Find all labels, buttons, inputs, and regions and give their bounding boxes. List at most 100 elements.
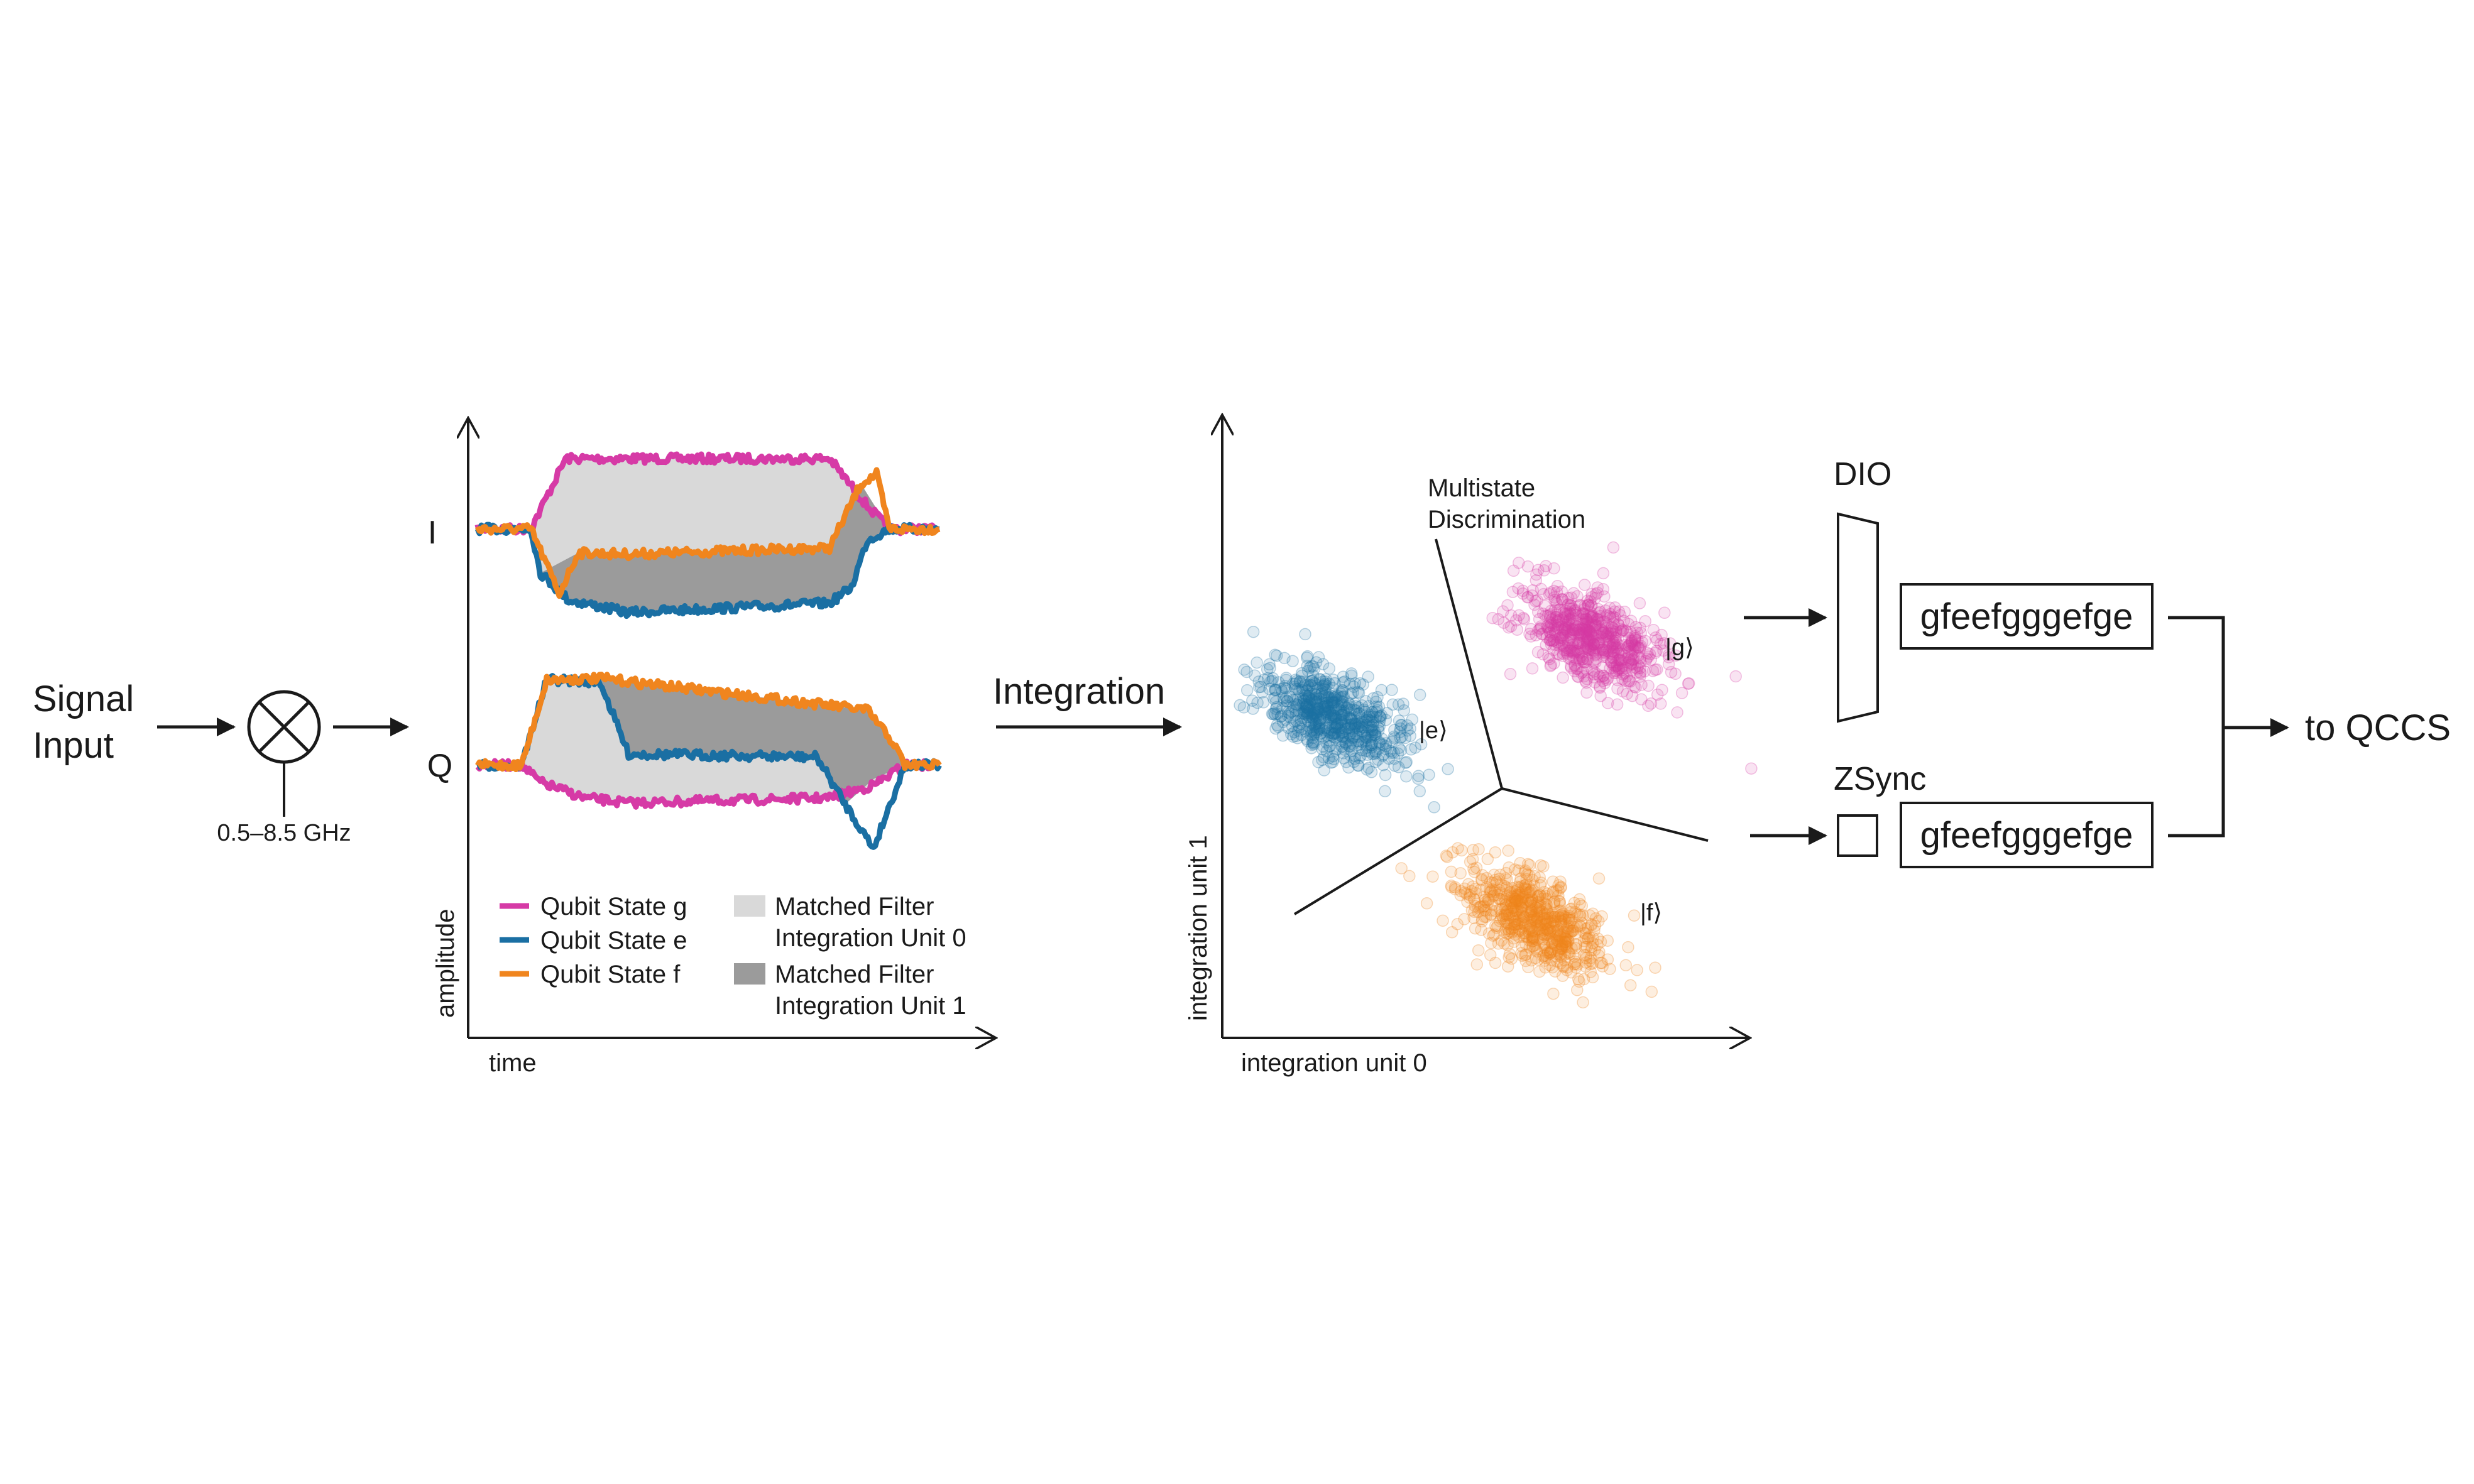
scatter-point [1537, 924, 1550, 936]
scatter-point [1573, 623, 1586, 636]
scatter-point [1616, 673, 1629, 685]
scatter-point [1546, 620, 1560, 633]
scatter-point [1325, 696, 1338, 709]
scatter-point [1237, 701, 1251, 714]
scatter-point [1578, 935, 1590, 947]
scatter-point [1551, 948, 1564, 961]
scatter-point [1548, 910, 1561, 923]
scatter-point [1545, 658, 1557, 672]
scatter-point [1501, 960, 1514, 973]
scatter-point [1567, 651, 1580, 663]
scatter-point [1266, 674, 1279, 687]
scatter-point [1524, 908, 1537, 921]
scatter-point [1546, 936, 1560, 949]
scatter-point [1587, 647, 1599, 660]
scatter-point [1376, 738, 1389, 751]
scatter-point [1634, 652, 1646, 665]
scatter-point [1538, 912, 1552, 925]
scatter-point [1609, 601, 1621, 614]
scatter-point [1264, 675, 1277, 688]
scatter-point [1579, 674, 1592, 687]
scatter-point [1612, 639, 1626, 652]
scatter-point [1283, 690, 1296, 704]
scatter-point [1533, 922, 1546, 935]
scatter-point [1619, 959, 1633, 972]
scatter-point [1528, 911, 1541, 924]
scatter-point [1583, 624, 1596, 637]
scatter-point [1325, 709, 1338, 722]
scatter-point [1607, 630, 1620, 643]
scatter-point [1521, 868, 1534, 881]
scatter-point [1562, 640, 1575, 652]
scatter-point [1372, 753, 1384, 766]
scatter-point [1348, 723, 1360, 736]
scatter-point [1301, 650, 1314, 663]
scatter-point [1280, 672, 1293, 684]
scatter-point [1316, 743, 1329, 756]
scatter-point [1295, 667, 1308, 680]
scatter-point [1609, 631, 1623, 644]
scatter-point [1543, 653, 1556, 665]
scatter-point [1585, 611, 1598, 623]
scatter-point [1596, 647, 1609, 659]
scatter-point [1612, 662, 1625, 674]
scatter-point [1532, 953, 1545, 966]
scatter-point [1538, 927, 1552, 940]
scatter-point [1565, 645, 1578, 658]
scatter-point [1590, 613, 1604, 626]
scatter-point [1299, 701, 1312, 713]
scatter-point [1567, 627, 1580, 640]
scatter-point [1555, 936, 1567, 948]
scatter-point [1555, 941, 1568, 954]
scatter-point [1346, 732, 1359, 745]
scatter-point [1320, 679, 1333, 692]
scatter-point [1307, 704, 1320, 717]
scatter-point [1445, 925, 1459, 939]
scatter-point [1455, 844, 1468, 857]
scatter-point [1596, 624, 1609, 637]
scatter-point [1287, 701, 1300, 713]
scatter-point [1540, 893, 1553, 905]
scatter-point [1556, 638, 1568, 651]
scatter-point [1587, 638, 1600, 650]
scatter-point [1565, 966, 1578, 979]
scatter-point [1478, 910, 1491, 923]
scatter-point [1305, 717, 1318, 729]
scatter-point [1491, 888, 1504, 902]
scatter-point [1366, 748, 1379, 760]
scatter-point [1516, 917, 1529, 930]
scatter-point [1318, 682, 1331, 696]
scatter-point [1554, 881, 1567, 894]
scatter-point [1524, 905, 1538, 918]
scatter-point [1548, 638, 1562, 652]
scatter-point [1372, 736, 1386, 749]
scatter-point [1381, 707, 1394, 719]
scatter-point [1365, 766, 1378, 778]
scatter-point [1313, 717, 1326, 729]
scatter-point [1601, 697, 1614, 709]
scatter-point [1322, 690, 1335, 704]
scatter-point [1553, 639, 1565, 652]
scatter-point [1510, 890, 1523, 903]
scatter-point [1669, 649, 1682, 662]
legend-swatch-filter0 [734, 895, 765, 917]
scatter-point [1355, 736, 1369, 748]
scatter-point [1464, 856, 1477, 868]
scatter-point [1548, 594, 1561, 606]
scatter-point [1549, 611, 1562, 624]
scatter-point [1614, 609, 1627, 621]
scatter-point [1482, 893, 1494, 906]
scatter-point [1327, 728, 1340, 740]
scatter-point [1573, 623, 1586, 636]
scatter-point [1539, 951, 1552, 964]
scatter-point [1553, 613, 1565, 626]
scatter-point [1557, 612, 1570, 625]
scatter-point [1296, 692, 1310, 705]
scatter-point [1511, 905, 1524, 918]
scatter-point [1521, 560, 1535, 573]
scatter-point [1632, 641, 1645, 654]
scatter-point [1502, 861, 1515, 874]
scatter-point [1624, 675, 1637, 688]
scatter-point [1634, 626, 1647, 640]
scatter-point [1533, 623, 1546, 635]
